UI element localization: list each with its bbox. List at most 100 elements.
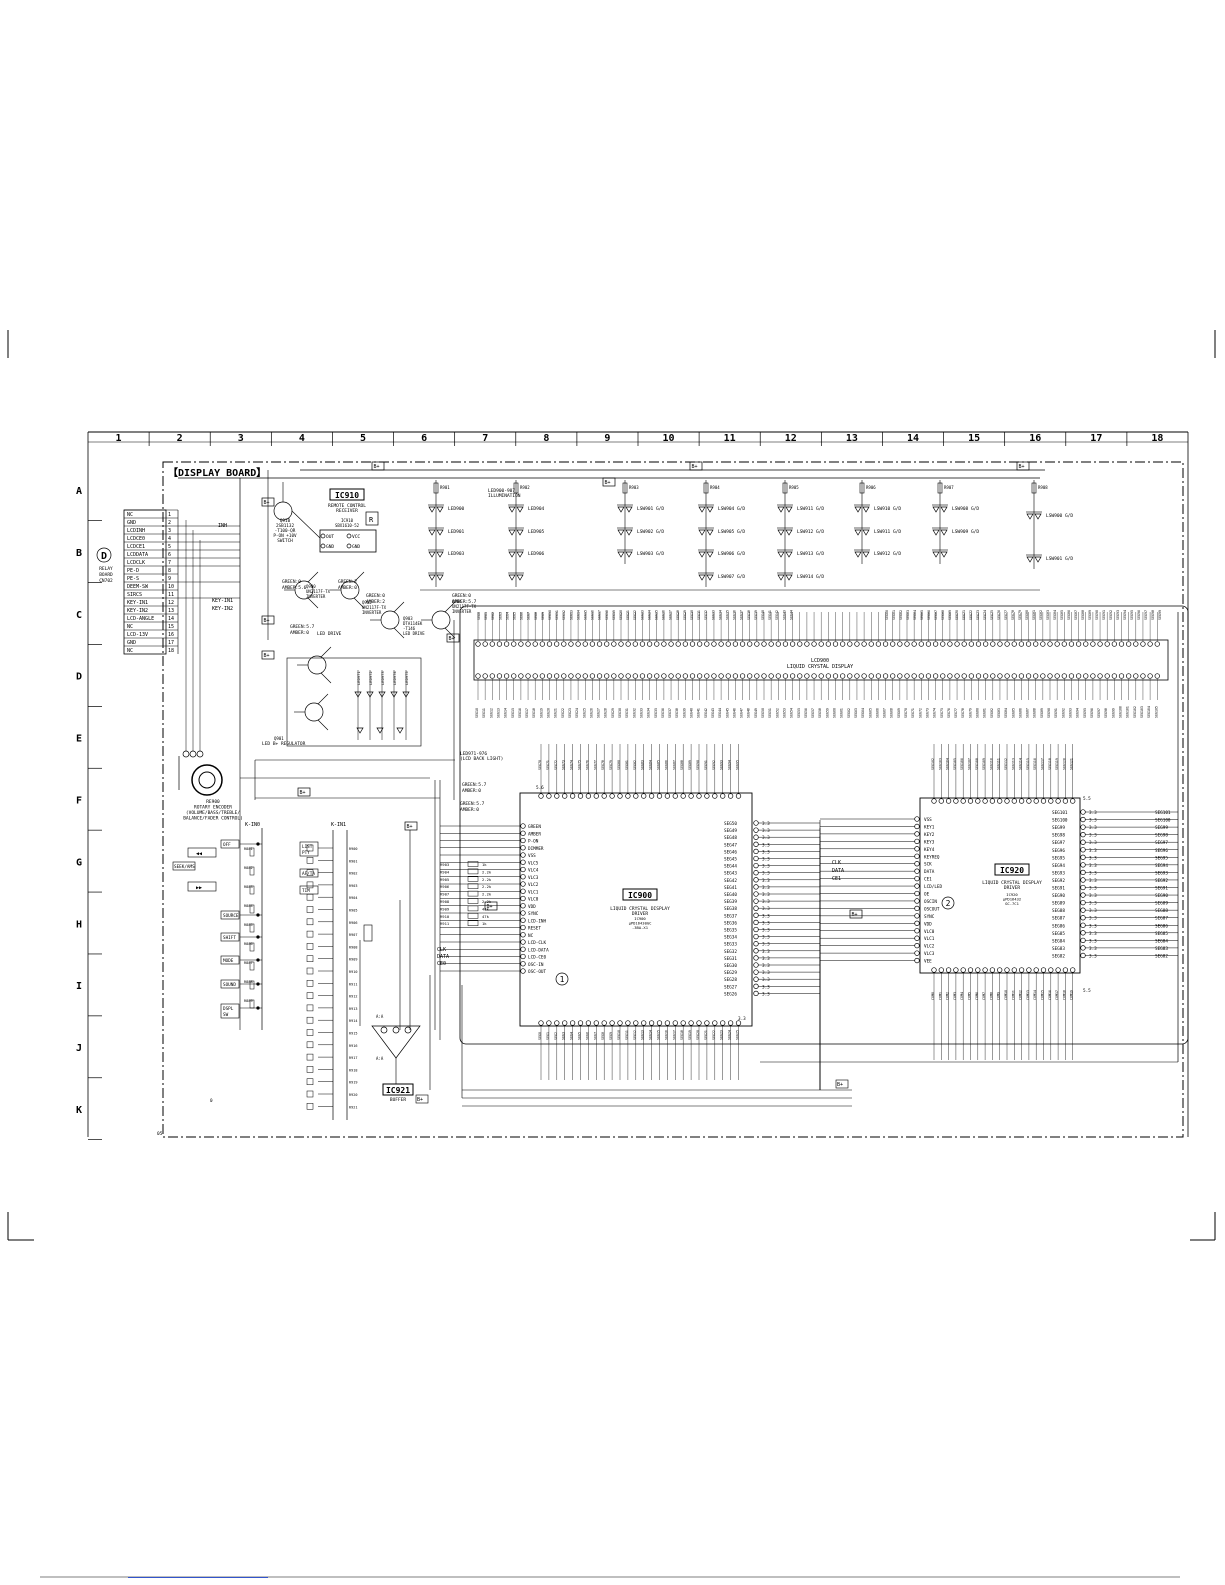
- ic920-right-label-3: SEG98: [1052, 833, 1065, 839]
- lcd-seg-label-bottom: SEG65: [868, 708, 872, 718]
- ic920-top-label: SEG113: [1011, 758, 1015, 770]
- lcd-pin-top: [890, 641, 896, 647]
- ic900-top-label: SEG73: [562, 760, 566, 770]
- key-left-1: SEEK/AMS: [174, 864, 195, 870]
- lcd-pin-bottom: [1154, 673, 1160, 679]
- ic920-left-label-6: SCK: [924, 862, 932, 868]
- ic910-pin-dot: [320, 543, 326, 549]
- keys-left-header: K-IN0: [245, 822, 260, 828]
- lcd-pin-top: [511, 641, 517, 647]
- bias-resistor-value-5: 2.2k: [482, 899, 492, 904]
- ic920-bottom-label: COM18: [1062, 990, 1066, 1000]
- key-mid-button: [306, 992, 314, 999]
- lcd-pin-top: [1025, 641, 1032, 647]
- ic900-top-label: SEG82: [633, 760, 637, 770]
- lcd-pin-bottom: [947, 673, 953, 679]
- ic921-ref: IC921: [386, 1086, 410, 1095]
- column-label-6: 6: [421, 433, 427, 444]
- bias-resistor-ref-6: R909: [440, 906, 450, 911]
- lcd-pin-top: [1047, 641, 1053, 647]
- key-mid-resistor-16: R916: [349, 1044, 357, 1048]
- key-mid-resistor-4: R904: [349, 896, 357, 900]
- lcd-seg-label-top-r: SEG90: [1095, 610, 1099, 620]
- key-mid-resistor-11: R911: [349, 982, 357, 986]
- b-plus-label-11: B+: [449, 636, 455, 642]
- ic900-right-pin: [753, 898, 759, 904]
- ic900-right-label-4: SEG46: [724, 849, 737, 855]
- lcd-seg-label-bottom: SEG29: [611, 708, 615, 718]
- key-left-resistor-label-6: R887: [244, 961, 253, 965]
- lcd-pin-bottom: [675, 673, 681, 679]
- led-diode: [516, 551, 524, 558]
- lcd-seg-label-bottom: SEG99: [1111, 708, 1115, 718]
- row-label-G: G: [76, 857, 82, 868]
- net-data-2: DATA: [832, 868, 844, 874]
- ic920-bottom-label: COM7: [982, 992, 986, 1000]
- sw-col13-label-2: LSW912 G/D: [874, 551, 901, 557]
- led-diode: [617, 551, 625, 558]
- key-mid-resistor-21: R921: [349, 1105, 357, 1109]
- ic920-right-label-19: SEG82: [1052, 953, 1065, 959]
- net-clk: CLK: [437, 947, 446, 953]
- lcd-pin-bottom: [861, 673, 867, 679]
- ic900-right-voltage-0: 3.3: [762, 821, 770, 827]
- ic900-bottom-pin: [601, 1020, 607, 1026]
- sw-col12-label-1: LSW912 G/D: [797, 529, 824, 535]
- ic900-bottom-pin: [641, 1020, 647, 1026]
- ic920-bottom-pin: [1011, 967, 1017, 973]
- lcd-seg-label-top: SEG24: [647, 610, 651, 620]
- lcd-seg-label-bottom: SEG16: [518, 708, 522, 718]
- ic900-bottom-label: SEG24: [728, 1030, 732, 1040]
- lcd-pin-bottom: [661, 673, 667, 679]
- ic920-top-label: SEG119: [1055, 758, 1059, 770]
- lcd-pin-bottom: [539, 673, 545, 679]
- led-diode: [1026, 556, 1034, 563]
- ic920-right-voltage-17: 3.3: [1089, 938, 1097, 944]
- key-mid-button: [306, 1053, 314, 1061]
- ic900-left-label-20: OSC-OUT: [528, 969, 547, 975]
- ic920-bottom-pin: [938, 967, 944, 973]
- lcd-pin-top: [725, 641, 731, 647]
- ic920-top-label: SEG112: [1004, 758, 1008, 770]
- lcd-seg-label-top: SEG19: [612, 610, 616, 620]
- ic920-top-pin: [1048, 798, 1054, 804]
- ic920-left-pin: [914, 846, 920, 852]
- relay-pin-4: LCDCE1: [127, 544, 145, 550]
- q902-caption-2: INVERTER: [362, 610, 382, 615]
- ic900-top-pin: [633, 793, 639, 799]
- lcd-seg-label-bottom: SEG91: [1054, 708, 1058, 718]
- ic920-right-label-0: SEG101: [1052, 810, 1068, 816]
- sw-col9-label-1: LSW902 G/D: [637, 529, 664, 535]
- lcd-seg-label-top: SEG41: [768, 610, 772, 620]
- bias-resistor: [467, 913, 479, 919]
- ic900-left-pin: [520, 917, 526, 923]
- relay-pin-number-11: 12: [168, 600, 174, 606]
- key-mid-button: [306, 930, 314, 938]
- ic920-top-label: SEG109: [982, 758, 986, 770]
- led-diode: [940, 551, 948, 558]
- q910-caption-4: SWITCH: [277, 538, 293, 544]
- lcd-seg-label-bottom: SEG48: [747, 708, 751, 718]
- ic900-left-label-3: DIMMER: [528, 846, 544, 852]
- lcd-seg-label-bottom: SEG54: [790, 708, 794, 718]
- lcd-pin-top: [1011, 641, 1017, 647]
- lcd-pin-top: [997, 641, 1003, 647]
- lcd-seg-label-top-r: SEG75: [990, 610, 994, 620]
- led-resistor-1: R902: [520, 485, 530, 490]
- ic920-top-pin: [931, 798, 937, 804]
- ic900-bottom-label: SEG7: [593, 1032, 597, 1040]
- ic900-top-pin: [735, 793, 742, 799]
- sw-col16-label-1: LSW901 G/D: [1046, 556, 1073, 562]
- ic900-left-label-1: AMBER: [528, 831, 541, 837]
- lcd-pin-bottom: [882, 673, 889, 679]
- led-resistor-0: R901: [440, 485, 450, 490]
- ic920-bottom-label: COM3: [953, 992, 957, 1000]
- ic900-top-pin: [562, 793, 568, 799]
- ic920-top-label: SEG104: [946, 758, 950, 770]
- led-diode: [785, 551, 793, 558]
- transistor-lead: [444, 601, 456, 613]
- ic900-bottom-pin: [554, 1020, 560, 1026]
- transistor-state-7: AMBER:0: [290, 630, 309, 636]
- transistor-lead: [317, 719, 329, 731]
- ic920-right-label-18: SEG83: [1052, 946, 1065, 952]
